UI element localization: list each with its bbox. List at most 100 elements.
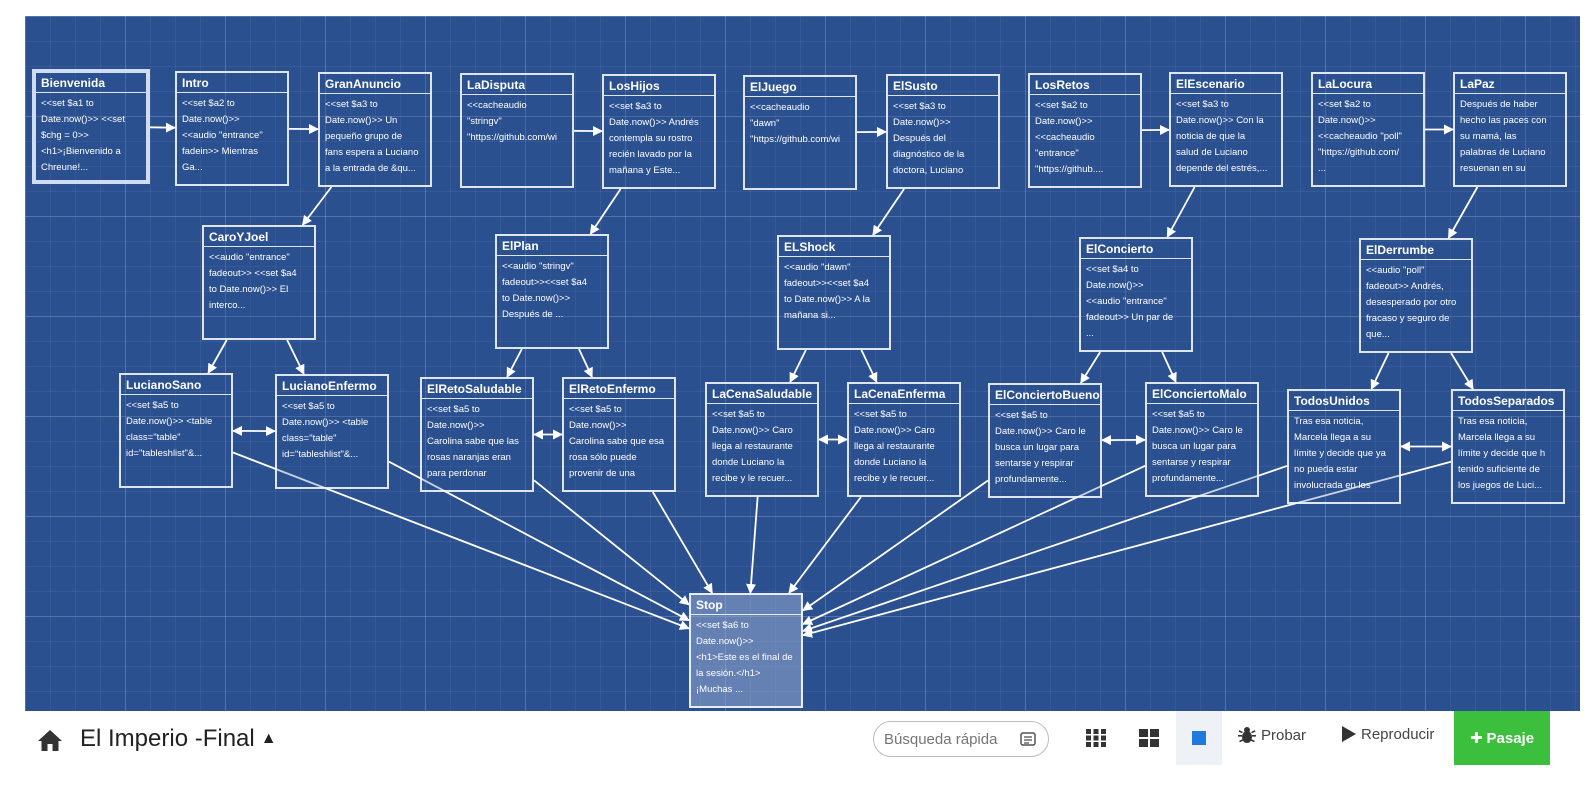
passage-card[interactable]: LosHijos <<set $a3 to Date.now()>> Andrés…	[602, 74, 716, 189]
passage-card[interactable]: ElRetoEnfermo <<set $a5 to Date.now()>> C…	[562, 377, 676, 492]
passage-title: ElDerrumbe	[1361, 240, 1471, 260]
medium-grid-view-button[interactable]	[1126, 711, 1172, 765]
passage-link	[1161, 351, 1177, 383]
passage-link	[746, 496, 759, 594]
passage-card[interactable]: ElConcierto<<set $a4 to Date.now()>> <<a…	[1079, 237, 1193, 352]
test-label: Probar	[1261, 726, 1307, 744]
add-passage-label: Pasaje	[1486, 729, 1535, 747]
passage-link	[578, 348, 593, 378]
passage-card[interactable]: ELShock <<audio "dawn" fadeout>><<set $a4…	[777, 235, 891, 350]
passage-title: LucianoSano	[121, 375, 231, 395]
passage-link	[232, 451, 690, 630]
passage-excerpt: <<set $a5 to Date.now()>> Caro le busca …	[1152, 409, 1243, 484]
plus-icon: ✚	[1469, 730, 1483, 747]
passage-excerpt: <<audio "poll" fadeout>> Andrés, desespe…	[1366, 265, 1457, 340]
passage-title: ElSusto	[888, 76, 998, 96]
passage-excerpt: <<set $a5 to Date.now()>> <table class="…	[126, 400, 213, 459]
passage-title: ElRetoSaludable	[422, 379, 532, 399]
passage-title: Bienvenida	[36, 73, 146, 93]
small-grid-view-button[interactable]	[1073, 711, 1119, 765]
passage-title: Stop	[691, 595, 801, 615]
passage-excerpt: <<cacheaudio "dawn" "https://github.com/…	[750, 102, 840, 145]
passage-card[interactable]: LucianoSano <<set $a5 to Date.now()>> <ta…	[119, 373, 233, 488]
passage-card[interactable]: ElSusto <<set $a3 to Date.now()>> Después…	[886, 74, 1000, 189]
grid-small-icon	[1086, 729, 1106, 747]
home-icon[interactable]	[37, 727, 63, 753]
passage-card[interactable]: LaLocura<<set $a2 to Date.now()>> <<cach…	[1311, 72, 1425, 187]
passage-link	[1447, 186, 1479, 239]
passage-link	[802, 465, 1146, 625]
card-list-icon[interactable]	[1020, 732, 1036, 750]
passage-card[interactable]: ElJuego<<cacheaudio "dawn" "https://gith…	[743, 75, 857, 190]
play-icon	[1342, 726, 1356, 742]
passage-card[interactable]: LosRetos<<set $a2 to Date.now()>> <<cach…	[1028, 73, 1142, 188]
caret-up-icon: ▲	[260, 730, 277, 747]
passage-excerpt: <<set $a1 to Date.now()>> <<set $chg = 0…	[41, 98, 125, 173]
passage-card[interactable]: ElDerrumbe <<audio "poll" fadeout>> André…	[1359, 238, 1473, 353]
passage-title: LosHijos	[604, 76, 714, 96]
passage-card[interactable]: ElPlan<<audio "stringv" fadeout>><<set $…	[495, 234, 609, 349]
passage-excerpt: <<set $a5 to Date.now()>> <table class="…	[282, 401, 369, 460]
large-view-button[interactable]	[1176, 711, 1222, 765]
passage-excerpt: <<set $a2 to Date.now()>> <<audio "entra…	[182, 98, 263, 173]
quick-search[interactable]	[873, 721, 1049, 757]
passage-title: ElRetoEnfermo	[564, 379, 674, 399]
test-button[interactable]: Probar	[1237, 725, 1306, 745]
passage-link	[1370, 352, 1390, 390]
passage-title: LaCenaEnferma	[849, 384, 959, 404]
passage-excerpt: <<set $a2 to Date.now()>> <<cacheaudio "…	[1035, 100, 1104, 175]
passage-excerpt: Tras esa noticia, Marcela llega a su lím…	[1294, 416, 1386, 491]
passage-link	[1080, 351, 1101, 384]
passage-link	[802, 460, 1452, 638]
passage-card[interactable]: LaCenaSaludable<<set $a5 to Date.now()>>…	[705, 382, 819, 497]
play-label: Reproducir	[1361, 725, 1435, 743]
passage-card[interactable]: ElConciertoBueno<<set $a5 to Date.now()>…	[988, 383, 1102, 498]
passage-link	[207, 339, 228, 374]
passage-link	[589, 188, 622, 235]
passage-card[interactable]: ElConciertoMalo<<set $a5 to Date.now()>>…	[1145, 382, 1259, 497]
passage-link	[802, 479, 989, 612]
passage-link	[872, 188, 905, 236]
passage-excerpt: <<set $a6 to Date.now()>> <h1>Este es el…	[696, 620, 793, 695]
passage-excerpt: <<set $a3 to Date.now()>> Con la noticia…	[1176, 99, 1268, 174]
passage-card[interactable]: Intro <<set $a2 to Date.now()>> <<audio "…	[175, 71, 289, 186]
passage-excerpt: <<set $a5 to Date.now()>> Carolina sabe …	[569, 404, 665, 479]
story-map-canvas[interactable]: Bienvenida <<set $a1 to Date.now()>> <<se…	[25, 16, 1580, 711]
passage-card[interactable]: Stop <<set $a6 to Date.now()>> <h1>Este e…	[689, 593, 803, 708]
passage-link	[286, 339, 305, 375]
bug-icon	[1238, 727, 1256, 743]
passage-title: CaroYJoel	[204, 227, 314, 247]
passage-title: ElConcierto	[1081, 239, 1191, 259]
passage-title: ELShock	[779, 237, 889, 257]
passage-link	[506, 348, 523, 378]
search-input[interactable]	[882, 729, 1026, 749]
passage-title: GranAnuncio	[320, 74, 430, 94]
passage-card[interactable]: ElEscenario<<set $a3 to Date.now()>> Con…	[1169, 72, 1283, 187]
passage-card[interactable]: ElRetoSaludable<<set $a5 to Date.now()>>…	[420, 377, 534, 492]
passage-card[interactable]: LaCenaEnferma<<set $a5 to Date.now()>> C…	[847, 382, 961, 497]
passage-card[interactable]: Bienvenida <<set $a1 to Date.now()>> <<se…	[32, 69, 150, 184]
passage-title: TodosUnidos	[1289, 391, 1399, 411]
play-button[interactable]: Reproducir	[1341, 725, 1434, 743]
passage-link	[860, 349, 878, 383]
passage-excerpt: <<set $a3 to Date.now()>> Después del di…	[893, 101, 965, 176]
passage-excerpt: <<set $a5 to Date.now()>> Caro le busca …	[995, 410, 1086, 485]
passage-card[interactable]: LaDisputa<<cacheaudio "stringv" "https:/…	[460, 73, 574, 188]
passage-link	[652, 491, 713, 594]
passage-card[interactable]: GranAnuncio<<set $a3 to Date.now()>> Un …	[318, 72, 432, 187]
passage-card[interactable]: LucianoEnfermo <<set $a5 to Date.now()>> …	[275, 374, 389, 489]
passage-link	[533, 479, 690, 606]
passage-excerpt: <<set $a3 to Date.now()>> Andrés contemp…	[609, 101, 699, 176]
passage-title: Intro	[177, 73, 287, 93]
passage-excerpt: <<cacheaudio "stringv" "https://github.c…	[467, 100, 557, 143]
add-passage-button[interactable]: ✚ Pasaje	[1454, 711, 1550, 765]
passage-card[interactable]: CaroYJoel<<audio "entrance" fadeout>> <<…	[202, 225, 316, 340]
story-title-menu[interactable]: El Imperio -Final ▲	[80, 725, 277, 753]
passage-excerpt: <<audio "dawn" fadeout>><<set $a4 to Dat…	[784, 262, 871, 321]
passage-link	[1450, 352, 1474, 390]
passage-link	[388, 460, 690, 622]
passage-title: LucianoEnfermo	[277, 376, 387, 396]
